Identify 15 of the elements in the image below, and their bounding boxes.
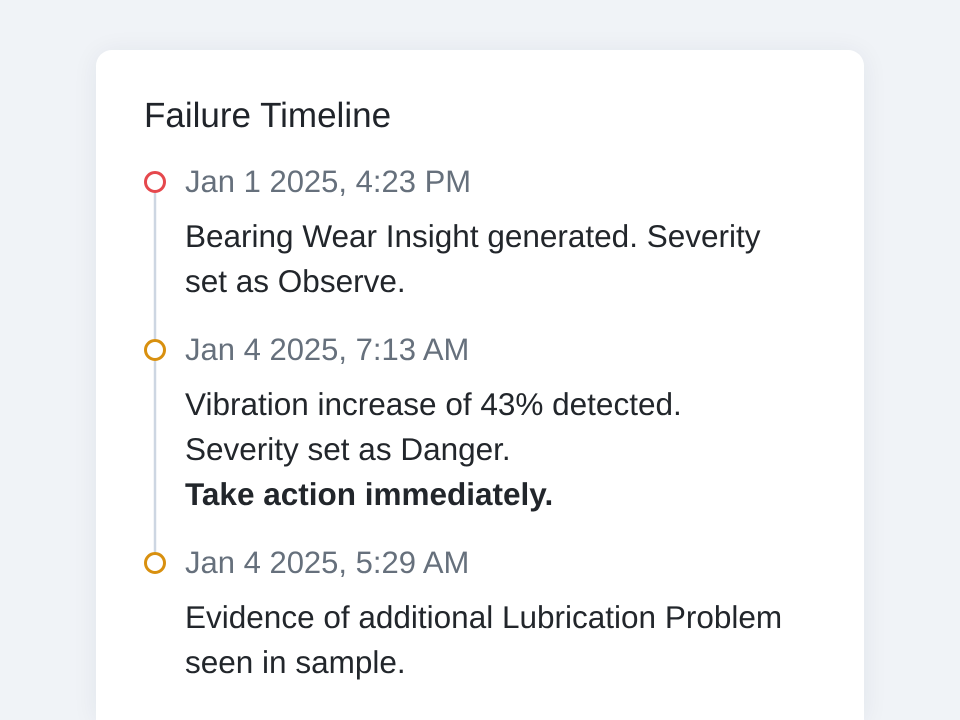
timestamp: Jan 4 2025, 5:29 AM <box>185 544 470 582</box>
timeline-marker <box>144 552 166 574</box>
event-description: Severity set as Danger. <box>185 430 511 469</box>
card-title: Failure Timeline <box>144 96 392 136</box>
timestamp: Jan 1 2025, 4:23 PM <box>185 163 472 201</box>
event-description: Bearing Wear Insight generated. Severity set as Observe. <box>185 217 762 301</box>
timestamp: Jan 4 2025, 7:13 AM <box>185 331 470 369</box>
event-description: Vibration increase of 43% detected. <box>185 385 682 424</box>
connector-line <box>154 361 156 552</box>
timeline-marker <box>144 339 166 361</box>
event-description: Evidence of additional Lubrication Problem seen in sample. <box>185 598 784 682</box>
timeline-marker <box>144 171 166 193</box>
connector-line <box>154 193 156 339</box>
timeline-card <box>96 50 864 720</box>
event-description: Take action immediately. <box>185 475 554 514</box>
